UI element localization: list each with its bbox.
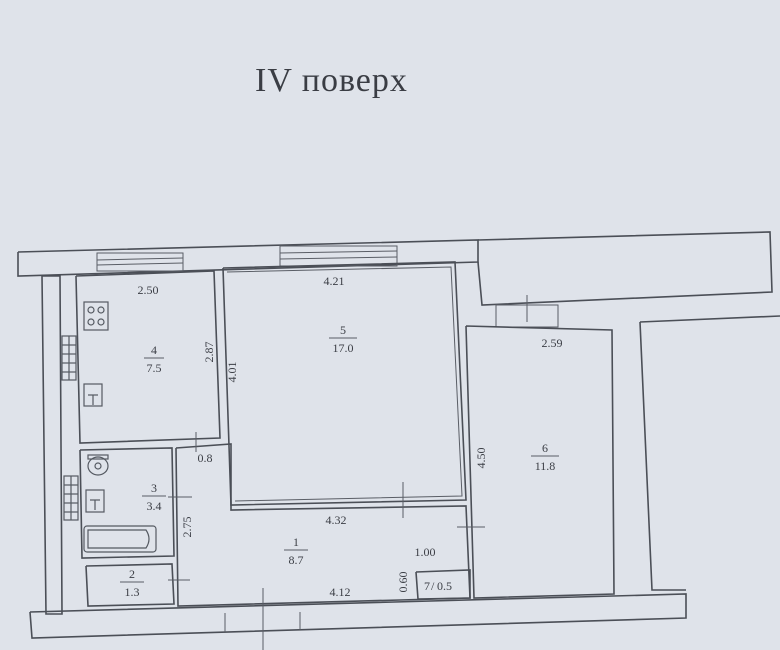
window-living	[279, 245, 398, 267]
room-area: 8.7	[289, 553, 304, 567]
radiator-bath-icon	[63, 475, 79, 521]
room-number: 7	[424, 579, 430, 593]
rooms	[75, 261, 780, 607]
room-number: 6	[542, 441, 548, 455]
room-adjacent	[639, 315, 780, 323]
room-label-6: 6 11.8	[531, 441, 559, 473]
dim-hall-width: 4.12	[330, 585, 351, 599]
dim-living-width: 4.21	[324, 274, 345, 288]
svg-text:/: /	[431, 579, 435, 593]
room-label-5: 5 17.0	[329, 323, 357, 355]
balcony-wall	[477, 231, 773, 306]
room-3-bathroom	[79, 447, 175, 559]
bathtub-icon	[83, 525, 157, 553]
room-area: 7.5	[147, 361, 162, 375]
dim-closet-width: 1.00	[415, 545, 436, 559]
room-label-3: 3 3.4	[142, 481, 166, 513]
room-area: 11.8	[535, 459, 556, 473]
left-wall	[41, 275, 63, 615]
dim-living-depth: 4.01	[225, 362, 239, 383]
room-area: 1.3	[125, 585, 140, 599]
room-label-4: 4 7.5	[144, 343, 164, 375]
radiator-kitchen-icon	[61, 335, 77, 381]
room-area: 17.0	[333, 341, 354, 355]
room-number: 2	[129, 567, 135, 581]
fixtures	[61, 301, 157, 553]
dim-bedroom-width: 2.59	[542, 336, 563, 350]
room-5-living	[222, 261, 467, 506]
dim-corridor-width: 4.32	[326, 513, 347, 527]
room-label-1: 1 8.7	[284, 535, 308, 567]
washbasin-icon	[85, 489, 105, 513]
room-number: 3	[151, 481, 157, 495]
dim-closet-depth: 0.60	[396, 572, 410, 593]
dim-bedroom-depth: 4.50	[474, 448, 488, 469]
room-2-wc	[85, 563, 175, 607]
dim-door-gap: 0.8	[198, 451, 213, 465]
room-area: 0.5	[437, 579, 452, 593]
bottom-wall	[29, 593, 687, 639]
room-label-2: 2 1.3	[120, 567, 144, 599]
room-number: 4	[151, 343, 157, 357]
windows	[96, 245, 559, 328]
dim-kitchen-depth: 2.87	[202, 342, 216, 363]
room-7-closet	[415, 569, 471, 600]
room-number: 5	[340, 323, 346, 337]
top-wall	[17, 239, 479, 277]
kitchen-sink-icon	[83, 383, 103, 407]
plan-title: IV поверх	[255, 62, 408, 99]
stove-icon	[83, 301, 109, 331]
room-number: 1	[293, 535, 299, 549]
dim-bath-depth: 2.75	[180, 517, 194, 538]
room-label-7: 7 / 0.5	[424, 579, 452, 593]
dimension-labels: 2.50 2.87 4.21 4.01 4.32 4.12 2.75 0.8 2…	[138, 274, 563, 599]
outer-walls	[17, 231, 773, 639]
window-kitchen	[96, 252, 184, 272]
toilet-icon	[87, 454, 109, 476]
dim-kitchen-width: 2.50	[138, 283, 159, 297]
room-4-kitchen	[75, 270, 221, 444]
room-6-bedroom	[465, 325, 615, 599]
room-labels: 4 7.5 5 17.0 6 11.8 3 3.4 1	[120, 323, 559, 599]
tick-marks	[168, 432, 485, 650]
room-1-hall	[175, 443, 471, 607]
room-area: 3.4	[147, 499, 162, 513]
